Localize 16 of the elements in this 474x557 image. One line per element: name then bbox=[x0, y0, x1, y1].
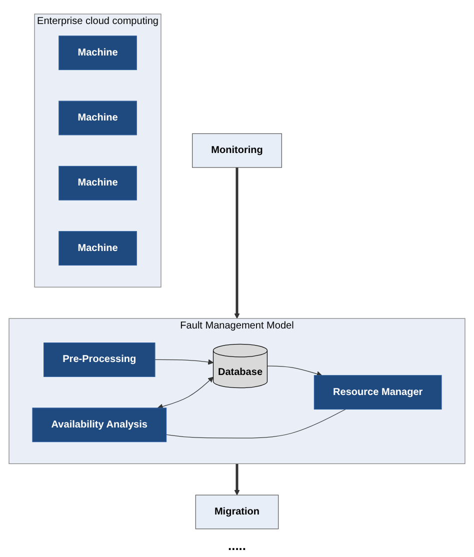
arrow bbox=[266, 365, 322, 376]
arrow bbox=[234, 167, 240, 318]
node-box: Migration bbox=[195, 494, 279, 529]
node-box: Availability Analysis bbox=[32, 407, 167, 442]
connector bbox=[166, 408, 346, 438]
ellipsis-text: ..... bbox=[228, 538, 246, 553]
node-box: Machine bbox=[58, 165, 137, 200]
node-box: Monitoring bbox=[192, 132, 282, 168]
node-box: Machine bbox=[58, 230, 137, 266]
node-box: Machine bbox=[58, 100, 137, 135]
node-box: Pre-Processing bbox=[44, 342, 156, 377]
arrow bbox=[154, 358, 214, 364]
node-box: Resource Manager bbox=[314, 374, 442, 410]
node-box: Machine bbox=[58, 35, 137, 70]
arrow bbox=[157, 376, 214, 409]
arrow bbox=[234, 463, 240, 495]
